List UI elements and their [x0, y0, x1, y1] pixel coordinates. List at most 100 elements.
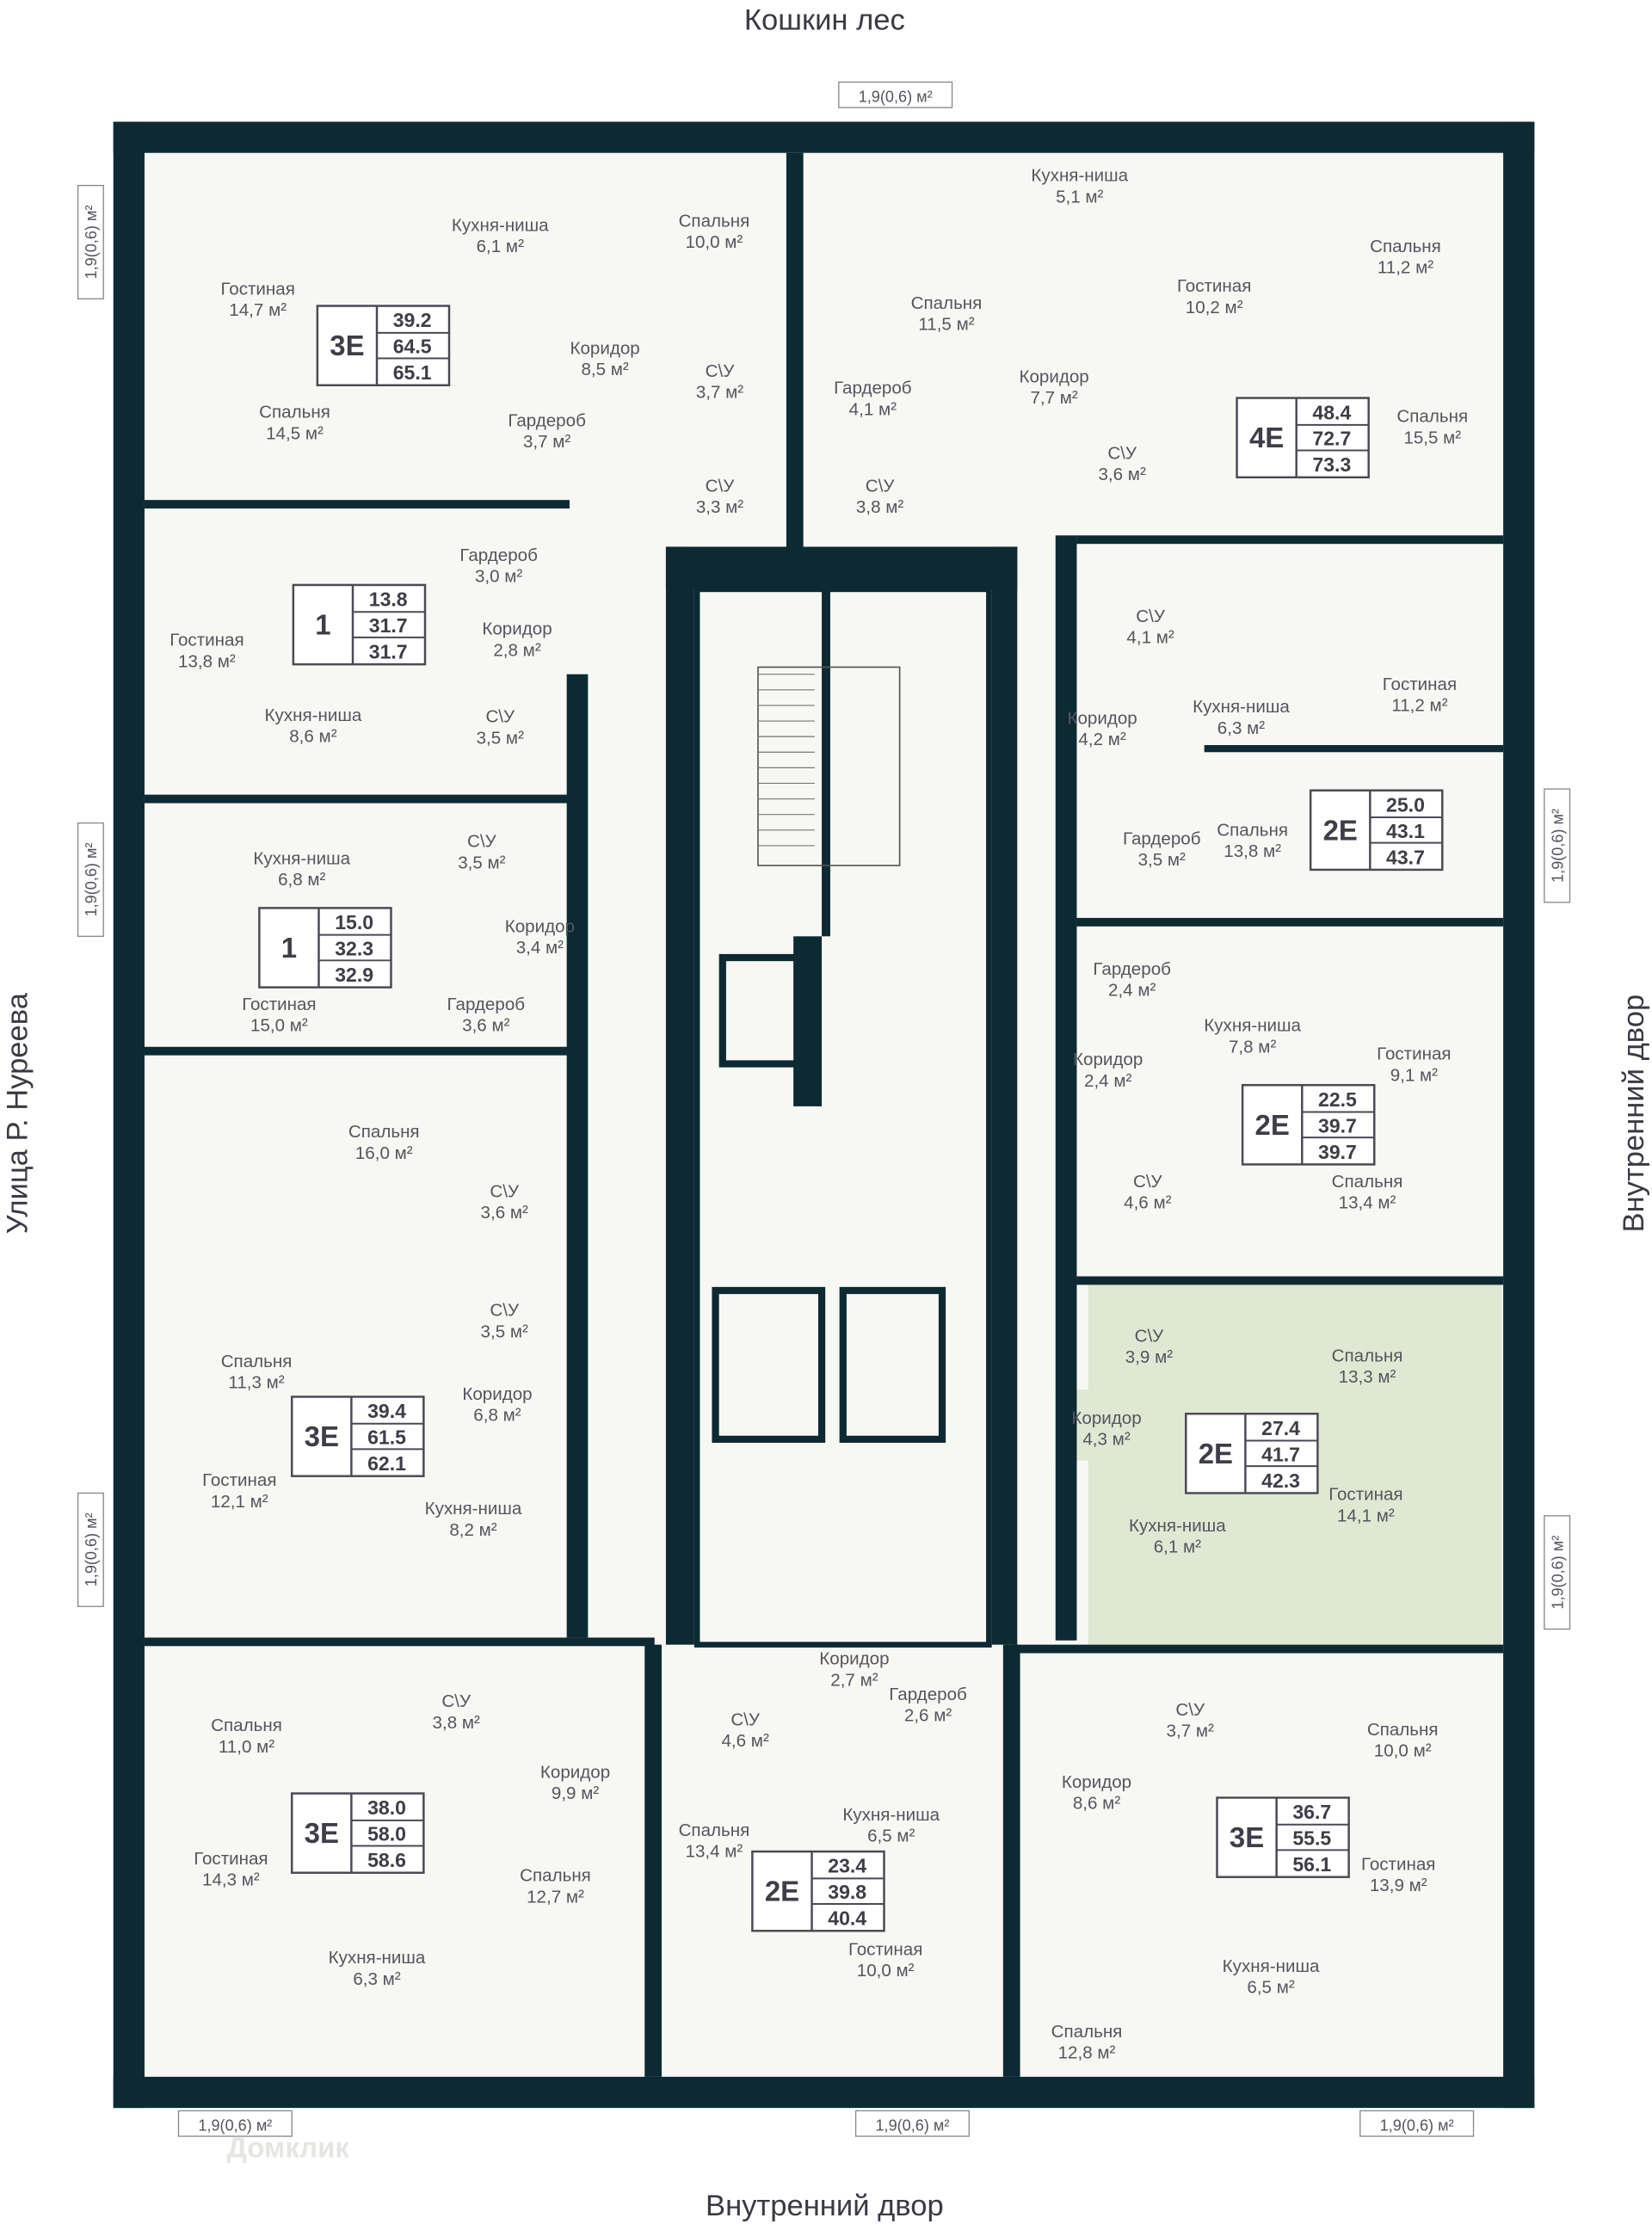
room-label: С\У3,5 м²: [477, 707, 524, 749]
room-name: Кухня-ниша: [265, 705, 362, 725]
balcony-labels: 1,9(0,6) м² 1,9(0,6) м² 1,9(0,6) м² 1,9(0,6…: [77, 81, 1571, 2137]
room-name: С\У: [706, 361, 736, 381]
apartment-badge[interactable]: 113.831.731.7: [292, 583, 427, 666]
wall: [1076, 917, 1504, 927]
room-area: 6,5 м²: [867, 1827, 915, 1846]
room-name: Коридор: [462, 1384, 532, 1404]
street-label-bottom: Внутренний двор: [706, 2190, 944, 2222]
apartment-type: 3E: [305, 1420, 339, 1452]
balcony-area: 1,9(0,6) м²: [83, 205, 100, 279]
room-label: С\У3,9 м²: [1125, 1326, 1173, 1367]
balcony: 1,9(0,6) м²: [77, 1492, 104, 1607]
badge-frame: [290, 1792, 425, 1874]
apartment-area-living: 38.0: [367, 1796, 406, 1819]
apartment-type: 2E: [765, 1876, 799, 1907]
apartment-area-living: 22.5: [1318, 1088, 1357, 1111]
wall: [144, 794, 570, 804]
room-area: 2,7 м²: [830, 1670, 878, 1690]
room-area: 2,4 м²: [1084, 1071, 1131, 1091]
apartment-area-total-with-balcony: 32.9: [335, 964, 373, 986]
room-label: С\У3,8 м²: [856, 476, 903, 517]
room-area: 15,5 м²: [1403, 428, 1461, 447]
balcony-area: 1,9(0,6) м²: [83, 842, 100, 916]
badge-frame: [258, 907, 392, 989]
room-name: Спальня: [221, 1352, 293, 1371]
wall: [1076, 535, 1504, 545]
wall: [113, 2076, 1535, 2109]
wall: [1204, 745, 1504, 753]
room-name: С\У: [866, 476, 896, 496]
room-name: Спальня: [259, 403, 330, 422]
apartment-area-total: 41.7: [1261, 1443, 1300, 1465]
room-area: 10,2 м²: [1186, 298, 1243, 317]
apartment-area-total-with-balcony: 39.7: [1318, 1141, 1357, 1163]
balcony-area: 1,9(0,6) м²: [198, 2116, 272, 2134]
room-area: 14,1 м²: [1337, 1506, 1395, 1525]
room-area: 3,7 м²: [696, 383, 743, 403]
room-area: 2,8 м²: [493, 640, 540, 660]
room-name: Кухня-ниша: [452, 215, 549, 235]
room-area: 6,1 м²: [477, 237, 524, 256]
elevator-shaft: [839, 1286, 946, 1443]
room-name: Коридор: [570, 339, 639, 359]
room-name: Спальня: [211, 1716, 282, 1735]
room-name: Гостиная: [170, 631, 243, 650]
room-name: Спальня: [1396, 407, 1468, 427]
room-area: 3,7 м²: [1167, 1722, 1214, 1741]
street-label-right: Внутренний двор: [1618, 995, 1650, 1233]
apartment-area-total: 39.7: [1318, 1114, 1357, 1137]
balcony: 1,9(0,6) м²: [177, 2110, 293, 2137]
room-area: 3,7 м²: [523, 432, 570, 452]
apartment-area-living: 36.7: [1292, 1801, 1331, 1823]
apartment-badge[interactable]: 115.032.332.9: [258, 907, 392, 989]
room-area: 15,0 м²: [250, 1016, 308, 1036]
balcony-area: 1,9(0,6) м²: [859, 88, 933, 105]
balcony-outline: [77, 184, 104, 299]
room-name: Гостиная: [1383, 675, 1457, 694]
room-name: Гардероб: [834, 379, 912, 398]
room-name: Коридор: [1019, 367, 1088, 386]
room-area: 3,8 м²: [433, 1713, 480, 1733]
room-area: 5,1 м²: [1056, 187, 1103, 206]
apartment-type: 3E: [330, 330, 364, 361]
room-area: 6,3 м²: [1217, 718, 1265, 738]
room-name: Гардероб: [508, 411, 586, 431]
room-name: С\У: [485, 707, 515, 727]
room-area: 8,6 м²: [289, 727, 336, 747]
balcony: 1,9(0,6) м²: [838, 81, 953, 108]
room-area: 6,3 м²: [353, 1969, 400, 1989]
badge-frame: [751, 1850, 885, 1932]
room-name: Гардероб: [889, 1685, 967, 1704]
room-name: С\У: [490, 1301, 520, 1321]
room-label: С\У3,7 м²: [696, 361, 743, 403]
room-name: Коридор: [1067, 708, 1137, 728]
room-area: 4,2 м²: [1078, 730, 1125, 749]
room-area: 3,0 м²: [475, 567, 522, 587]
wall: [665, 546, 1018, 589]
room-area: 10,0 м²: [686, 232, 743, 252]
room-name: Коридор: [540, 1762, 610, 1782]
room-name: С\У: [730, 1710, 761, 1730]
wall: [144, 1637, 655, 1647]
